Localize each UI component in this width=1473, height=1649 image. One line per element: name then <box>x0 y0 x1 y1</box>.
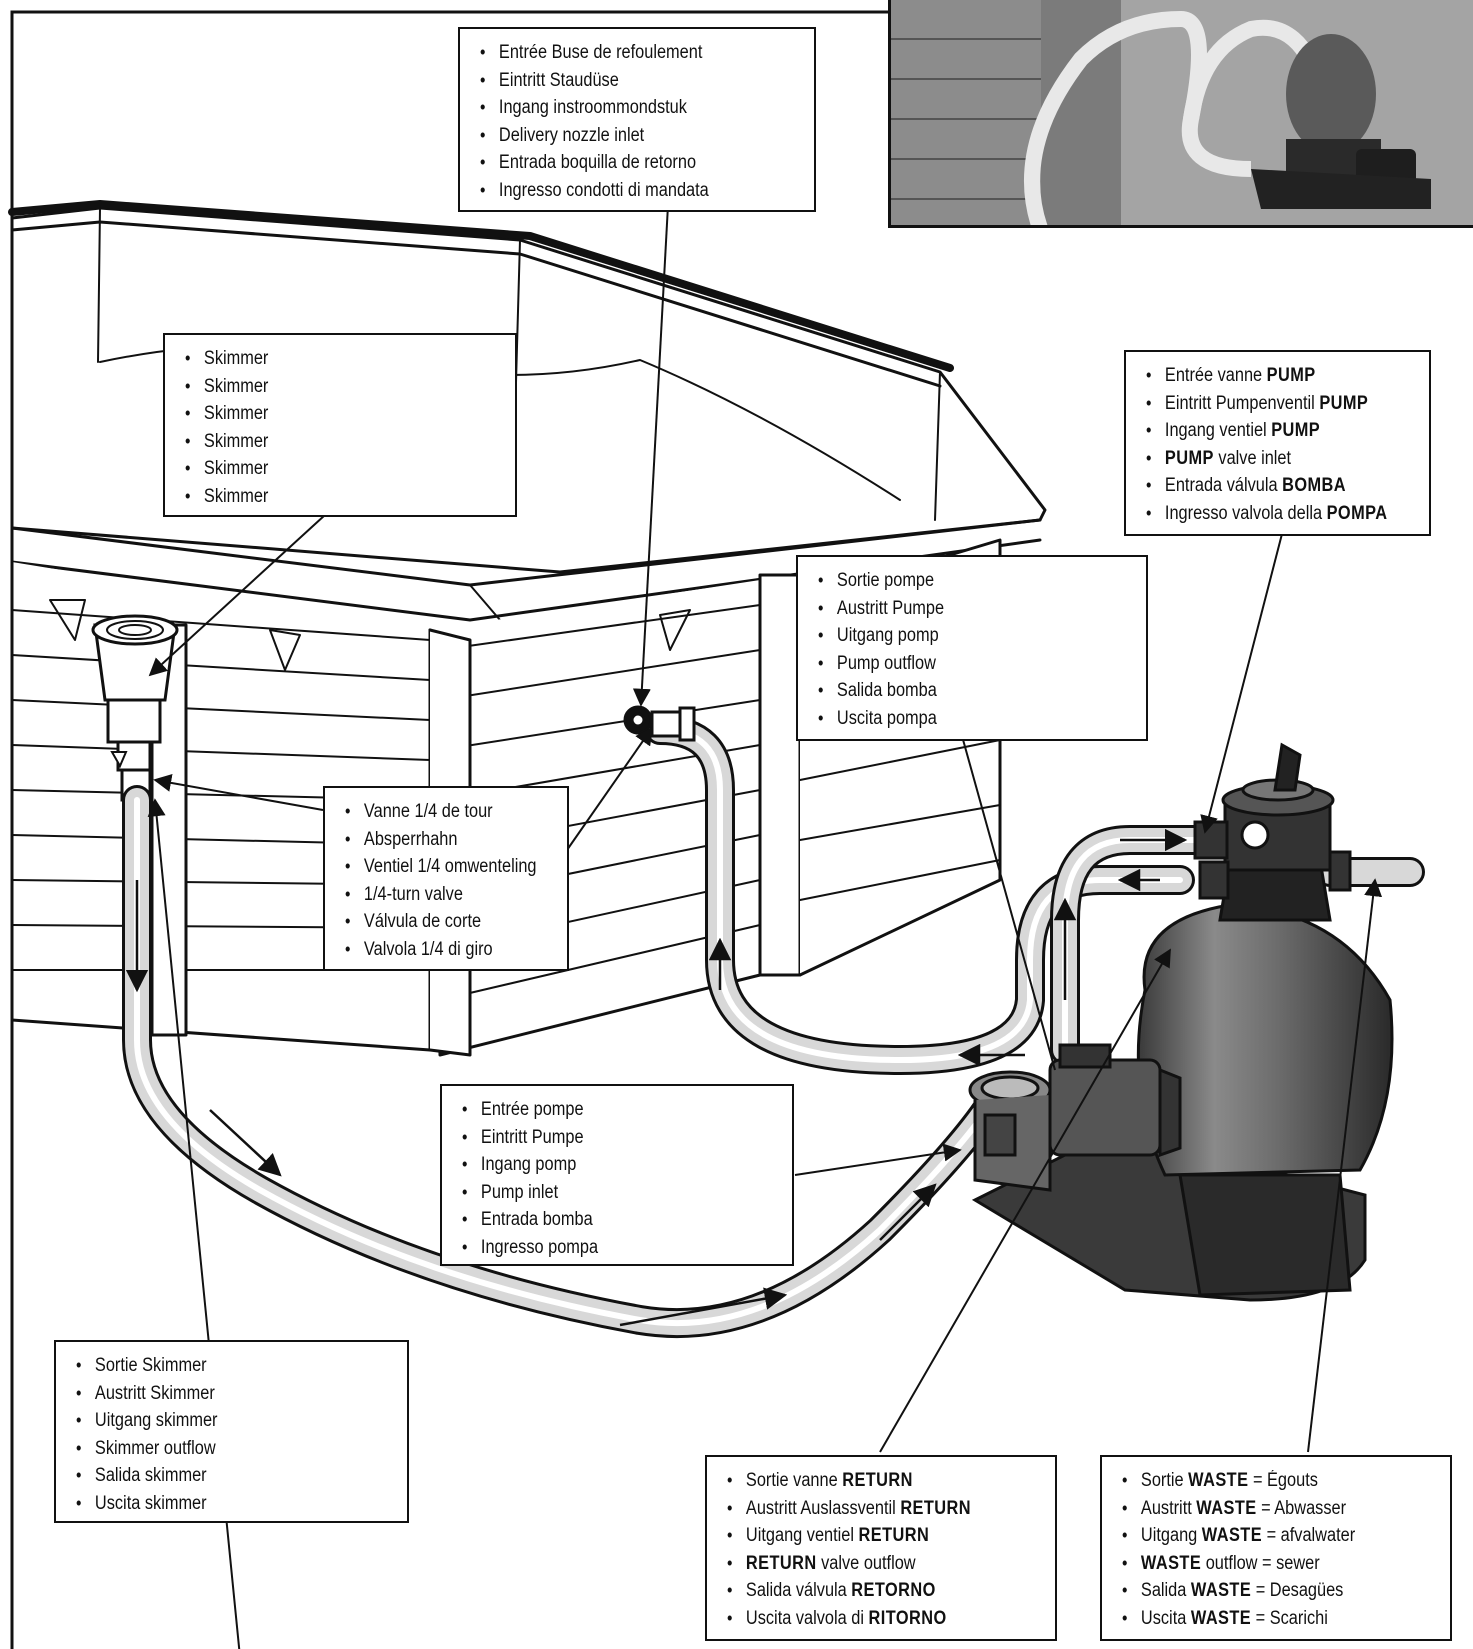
callout-skimmer: SkimmerSkimmerSkimmerSkimmerSkimmerSkimm… <box>163 333 517 517</box>
nozzle-label-line: Ingresso condotti di mandata <box>480 177 757 205</box>
pump-inlet-label-line: Entrada bomba <box>462 1206 735 1234</box>
skimmer-outflow-label-line: Austritt Skimmer <box>76 1380 350 1408</box>
page-frame <box>10 10 888 1649</box>
pump-valve-label-line: Ingresso valvola della POMPA <box>1146 500 1387 528</box>
skimmer-label-line: Skimmer <box>185 455 458 483</box>
valve-label-line: Ventiel 1/4 omwenteling <box>345 853 537 881</box>
valve-label-line: Válvula de corte <box>345 908 526 936</box>
return-label-line: Uscita valvola di RITORNO <box>727 1605 999 1633</box>
skimmer-outflow-label-line: Uitgang skimmer <box>76 1407 350 1435</box>
skimmer-label-line: Skimmer <box>185 345 458 373</box>
pump-inlet-label-line: Ingang pomp <box>462 1151 735 1179</box>
skimmer-outflow-label-line: Uscita skimmer <box>76 1490 350 1518</box>
pump-valve-label-line: Ingang ventiel PUMP <box>1146 417 1379 445</box>
skimmer-label-line: Skimmer <box>185 428 458 456</box>
valve-label-line: Valvola 1/4 di giro <box>345 936 526 964</box>
skimmer-label-line: Skimmer <box>185 400 458 428</box>
callout-skimmer-outflow-box: Sortie SkimmerAustritt SkimmerUitgang sk… <box>54 1340 409 1523</box>
return-label-line: Salida válvula RETORNO <box>727 1577 999 1605</box>
return-label-line: Austritt Auslassventil RETURN <box>727 1495 999 1523</box>
pump-outflow-label-line: Pump outflow <box>818 650 1090 678</box>
waste-label-line: Salida WASTE = Desagües <box>1122 1577 1394 1605</box>
callout-nozzle: Entrée Buse de refoulementEintritt Staud… <box>458 27 816 212</box>
pump-valve-label-line: Entrada válvula BOMBA <box>1146 472 1379 500</box>
nozzle-label-line: Delivery nozzle inlet <box>480 122 757 150</box>
pump-valve-label-line: PUMP valve inlet <box>1146 445 1379 473</box>
valve-label-line: 1/4-turn valve <box>345 881 526 909</box>
pump-outflow-label-line: Uitgang pomp <box>818 622 1090 650</box>
nozzle-label-line: Ingang instroommondstuk <box>480 94 757 122</box>
pump-inlet-label-line: Pump inlet <box>462 1179 735 1207</box>
pump-outflow-label-line: Austritt Pumpe <box>818 595 1090 623</box>
return-label-line: RETURN valve outflow <box>727 1550 999 1578</box>
nozzle-label-line: Entrée Buse de refoulement <box>480 39 757 67</box>
pump-outflow-label-line: Salida bomba <box>818 677 1090 705</box>
callout-pump-outflow: Sortie pompeAustritt PumpeUitgang pompPu… <box>796 555 1148 741</box>
waste-label-line: Uitgang WASTE = afvalwater <box>1122 1522 1394 1550</box>
installation-photo <box>888 0 1473 228</box>
leader-lines <box>147 204 1383 1649</box>
skimmer-outflow-label-line: Sortie Skimmer <box>76 1352 350 1380</box>
skimmer-label-line: Skimmer <box>185 483 458 511</box>
skimmer-unit <box>91 614 179 802</box>
waste-label-line: Austritt WASTE = Abwasser <box>1122 1495 1394 1523</box>
flow-arrows <box>125 726 1188 1327</box>
skimmer-outflow-label-line: Skimmer outflow <box>76 1435 350 1463</box>
return-label-line: Sortie vanne RETURN <box>727 1467 999 1495</box>
return-nozzle <box>623 705 696 742</box>
pump-outflow-label-line: Sortie pompe <box>818 567 1090 595</box>
pump-valve-label-line: Eintritt Pumpenventil PUMP <box>1146 390 1379 418</box>
waste-label-line: Uscita WASTE = Scarichi <box>1122 1605 1394 1633</box>
pump-inlet-label-line: Entrée pompe <box>462 1096 735 1124</box>
nozzle-label-line: Eintritt Staudüse <box>480 67 757 95</box>
pump-inlet-label-line: Eintritt Pumpe <box>462 1124 735 1152</box>
callout-return-valve: Sortie vanne RETURNAustritt Auslassventi… <box>705 1455 1057 1641</box>
pump-valve-label-line: Entrée vanne PUMP <box>1146 362 1379 390</box>
pump-outflow-label-line: Uscita pompa <box>818 705 1090 733</box>
filter-and-pump <box>968 742 1394 1302</box>
return-label-line: Uitgang ventiel RETURN <box>727 1522 999 1550</box>
waste-label-line: WASTE outflow = sewer <box>1122 1550 1394 1578</box>
waste-label-line: Sortie WASTE = Égouts <box>1122 1467 1394 1495</box>
valve-label-line: Vanne 1/4 de tour <box>345 798 526 826</box>
callout-waste: Sortie WASTE = ÉgoutsAustritt WASTE = Ab… <box>1100 1455 1452 1641</box>
callout-pump-inlet: Entrée pompeEintritt PumpeIngang pompPum… <box>440 1084 794 1266</box>
hoses <box>122 715 1425 1339</box>
skimmer-outflow-label-line: Salida skimmer <box>76 1462 350 1490</box>
valve-label-line: Absperrhahn <box>345 826 526 854</box>
nozzle-label-line: Entrada boquilla de retorno <box>480 149 757 177</box>
pump-inlet-label-line: Ingresso pompa <box>462 1234 735 1262</box>
callout-quarter-turn-valve: Vanne 1/4 de tourAbsperrhahnVentiel 1/4 … <box>323 786 569 971</box>
skimmer-label-line: Skimmer <box>185 373 458 401</box>
callout-pump-valve: Entrée vanne PUMPEintritt Pumpenventil P… <box>1124 350 1431 536</box>
